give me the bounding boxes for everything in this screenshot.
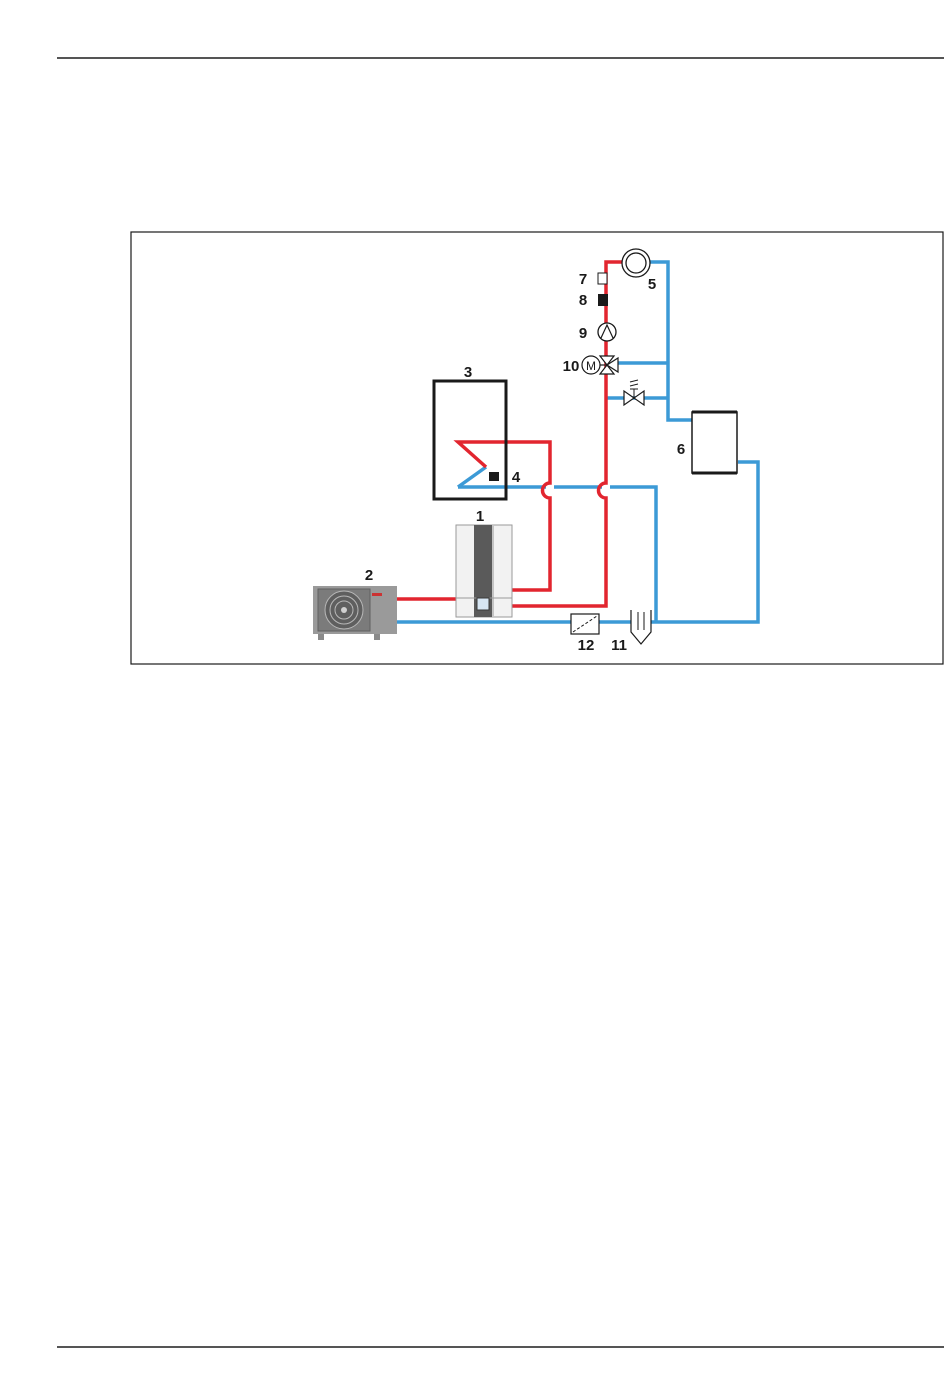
label-7: 7 <box>579 271 587 288</box>
tank-sensor <box>489 472 499 481</box>
label-12: 12 <box>578 637 595 654</box>
outdoor-unit <box>313 586 397 640</box>
label-9: 9 <box>579 325 587 342</box>
heat-consumer <box>692 412 737 473</box>
indoor-unit <box>456 525 512 617</box>
coil-return-segment <box>458 467 486 487</box>
diagram-frame <box>131 232 943 664</box>
valve-motor-letter: M <box>586 359 596 373</box>
sludge-separator <box>631 610 651 644</box>
expansion-vessel <box>622 249 650 277</box>
air-vent <box>598 273 607 284</box>
circulation-pump <box>598 323 616 341</box>
hot-water-tank <box>434 381 506 499</box>
label-8: 8 <box>579 292 587 309</box>
safety-valve <box>624 380 644 405</box>
label-1: 1 <box>476 508 484 525</box>
label-11: 11 <box>611 637 627 654</box>
mixing-valve: M <box>582 356 618 374</box>
label-10: 10 <box>563 358 580 375</box>
flow-sensor <box>598 294 608 306</box>
dirt-filter <box>571 614 599 634</box>
label-3: 3 <box>464 364 472 381</box>
heating-flow-pipe <box>511 262 622 606</box>
label-5: 5 <box>648 276 656 293</box>
label-6: 6 <box>677 441 685 458</box>
label-4: 4 <box>512 469 521 486</box>
label-2: 2 <box>365 567 373 584</box>
